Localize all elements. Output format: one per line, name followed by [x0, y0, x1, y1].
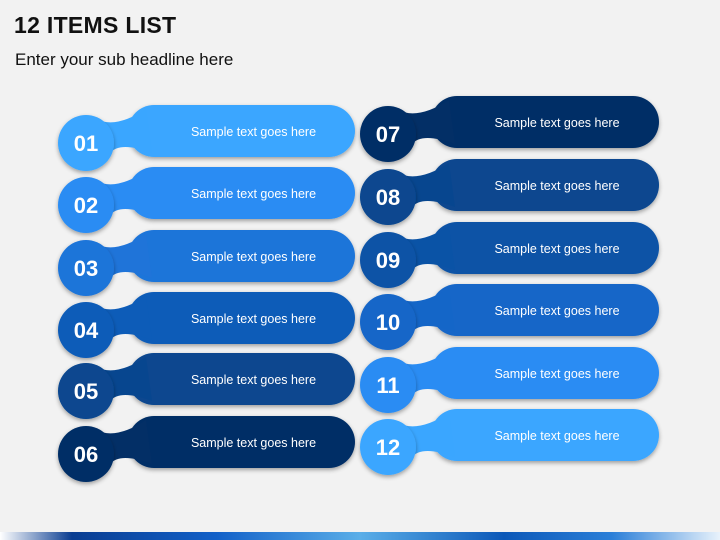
item-text: Sample text goes here: [191, 373, 316, 387]
item-number-circle: [58, 240, 114, 296]
item-number-circle: [360, 419, 416, 475]
item-bubble: [431, 159, 659, 211]
item-number: 02: [74, 193, 98, 218]
item-number: 03: [74, 256, 98, 281]
bottom-accent-bar: [0, 532, 720, 540]
item-number-circle: [58, 177, 114, 233]
item-number-circle: [360, 294, 416, 350]
item-text: Sample text goes here: [191, 187, 316, 201]
list-item-07: 07 Sample text goes here: [360, 96, 659, 162]
item-bubble: [431, 409, 659, 461]
item-text: Sample text goes here: [191, 436, 316, 450]
item-text: Sample text goes here: [191, 312, 316, 326]
item-text: Sample text goes here: [191, 125, 316, 139]
item-text: Sample text goes here: [191, 250, 316, 264]
list-item-04: 04 Sample text goes here: [58, 292, 355, 358]
item-number: 09: [376, 248, 400, 273]
item-number: 11: [376, 373, 399, 398]
item-number: 08: [376, 185, 400, 210]
item-text: Sample text goes here: [494, 304, 619, 318]
list-item-09: 09 Sample text goes here: [360, 222, 659, 288]
item-text: Sample text goes here: [494, 242, 619, 256]
list-item-02: 02 Sample text goes here: [58, 167, 355, 233]
item-number: 06: [74, 442, 98, 467]
item-bubble: [431, 284, 659, 336]
item-number: 05: [74, 379, 98, 404]
list-item-10: 10 Sample text goes here: [360, 284, 659, 350]
list-item-01: 01 Sample text goes here: [58, 105, 355, 171]
item-number-circle: [360, 106, 416, 162]
page-title: 12 ITEMS LIST: [14, 12, 177, 38]
item-number-circle: [58, 302, 114, 358]
list-item-03: 03 Sample text goes here: [58, 230, 355, 296]
item-text: Sample text goes here: [494, 367, 619, 381]
item-number: 12: [376, 435, 400, 460]
page-subtitle: Enter your sub headline here: [15, 50, 234, 69]
item-bubble: [128, 105, 355, 157]
item-bubble: [431, 96, 659, 148]
item-number-circle: [360, 232, 416, 288]
list-item-11: 11 Sample text goes here: [360, 347, 659, 413]
item-text: Sample text goes here: [494, 179, 619, 193]
item-number: 07: [376, 122, 400, 147]
item-number: 01: [74, 131, 98, 156]
item-number: 10: [376, 310, 400, 335]
item-bubble: [128, 353, 355, 405]
item-number-circle: [360, 357, 416, 413]
item-bubble: [128, 416, 355, 468]
item-bubble: [128, 230, 355, 282]
item-bubble: [431, 347, 659, 399]
item-bubble: [431, 222, 659, 274]
list-item-05: 05 Sample text goes here: [58, 353, 355, 419]
item-text: Sample text goes here: [494, 116, 619, 130]
list-item-08: 08 Sample text goes here: [360, 159, 659, 225]
list-item-12: 12 Sample text goes here: [360, 409, 659, 475]
item-number-circle: [360, 169, 416, 225]
item-number-circle: [58, 363, 114, 419]
item-bubble: [128, 292, 355, 344]
list-item-06: 06 Sample text goes here: [58, 416, 355, 482]
item-number-circle: [58, 426, 114, 482]
item-number: 04: [74, 318, 99, 343]
item-number-circle: [58, 115, 114, 171]
item-text: Sample text goes here: [494, 429, 619, 443]
item-bubble: [128, 167, 355, 219]
